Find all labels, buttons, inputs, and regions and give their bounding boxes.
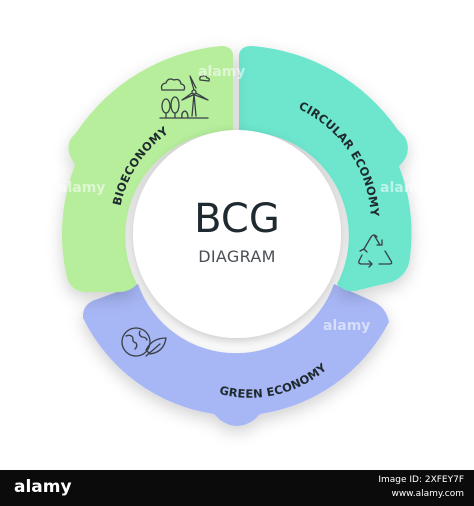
recycle-icon bbox=[358, 234, 393, 268]
footer-bar: alamy Image ID: 2XFEY7F www.alamy.com bbox=[0, 470, 474, 506]
watermark-text: alamy bbox=[58, 180, 105, 196]
watermark-text: alamy bbox=[380, 180, 427, 196]
site-url: www.alamy.com bbox=[391, 489, 464, 499]
watermark-text: alamy bbox=[198, 64, 245, 80]
image-id: Image ID: 2XFEY7F bbox=[378, 475, 464, 485]
watermark-text: alamy bbox=[323, 318, 370, 334]
segment-bioeconomy-shape bbox=[61, 46, 234, 292]
globe-leaf-icon bbox=[121, 327, 167, 357]
segment-bioeconomy[interactable] bbox=[61, 46, 234, 292]
center-title: BCG bbox=[194, 196, 280, 242]
footer-reference: Image ID: 2XFEY7F www.alamy.com bbox=[378, 473, 464, 501]
bcg-diagram: BCG DIAGRAM BIOECONOMY CIRCULAR ECONOMY … bbox=[58, 46, 427, 426]
segment-circular-economy-shape bbox=[238, 46, 412, 292]
segment-green-economy[interactable] bbox=[82, 284, 390, 426]
footer-brand: alamy bbox=[14, 477, 72, 497]
segment-green-economy-shape bbox=[82, 284, 390, 426]
center-hub: BCG DIAGRAM bbox=[133, 130, 341, 338]
center-circle bbox=[133, 130, 341, 338]
wind-turbine-trees-icon bbox=[159, 75, 210, 119]
center-subtitle: DIAGRAM bbox=[198, 247, 275, 266]
segment-circular-economy[interactable] bbox=[238, 46, 412, 292]
